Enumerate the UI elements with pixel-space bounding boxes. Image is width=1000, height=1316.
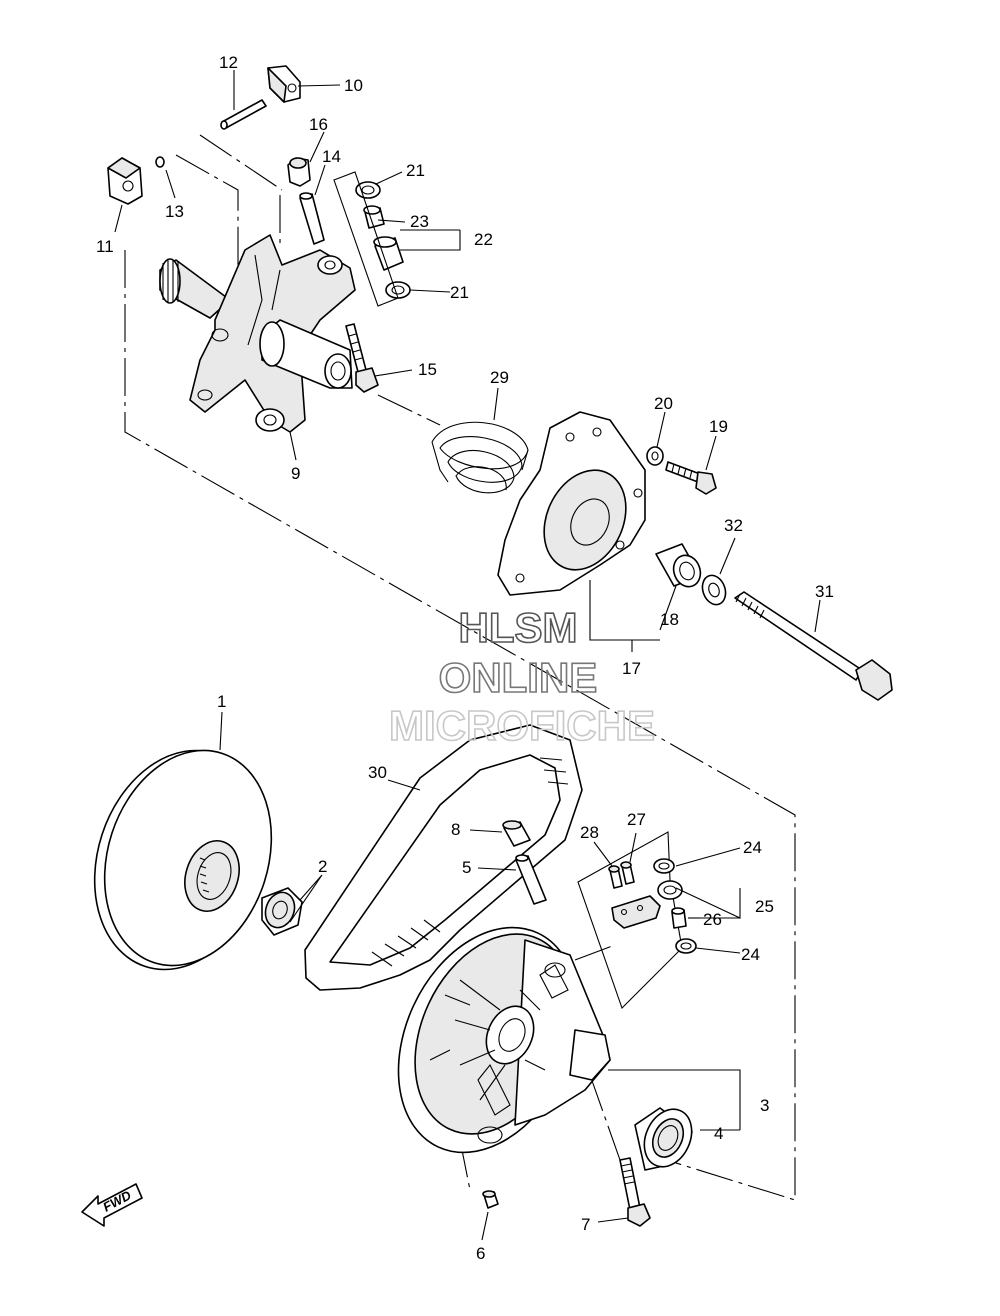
washer-part-21-bottom bbox=[385, 281, 411, 299]
bolt-part-7 bbox=[619, 1157, 651, 1227]
label-24-top: 24 bbox=[743, 838, 762, 857]
label-30: 30 bbox=[368, 763, 387, 782]
watermark: HLSM ONLINE MICROFICHE bbox=[388, 603, 656, 750]
label-8: 8 bbox=[451, 820, 460, 839]
callout-labels: 12 10 16 14 21 13 23 22 11 21 15 29 20 1… bbox=[96, 53, 834, 1263]
label-9: 9 bbox=[291, 464, 300, 483]
label-29: 29 bbox=[490, 368, 509, 387]
label-12: 12 bbox=[219, 53, 238, 72]
label-25: 25 bbox=[755, 897, 774, 916]
bolt-part-31 bbox=[734, 591, 893, 701]
label-13: 13 bbox=[165, 202, 184, 221]
weight-part-10 bbox=[267, 65, 301, 103]
cover-part-17 bbox=[497, 411, 646, 596]
fwd-arrow-icon: FWD bbox=[81, 1183, 143, 1227]
label-3: 3 bbox=[760, 1096, 769, 1115]
label-23: 23 bbox=[410, 212, 429, 231]
washer-part-24-top bbox=[653, 858, 675, 874]
washer-part-24-bottom bbox=[675, 938, 697, 954]
watermark-line1: HLSM bbox=[459, 604, 578, 651]
label-27: 27 bbox=[627, 810, 646, 829]
pin-part-12 bbox=[220, 99, 267, 130]
washer-part-20 bbox=[646, 446, 664, 466]
label-21-top: 21 bbox=[406, 161, 425, 180]
label-19: 19 bbox=[709, 417, 728, 436]
label-15: 15 bbox=[418, 360, 437, 379]
label-22: 22 bbox=[474, 230, 493, 249]
bushing-part-18 bbox=[655, 543, 702, 588]
bushing-part-23 bbox=[363, 205, 385, 229]
roller-part-25 bbox=[657, 880, 683, 900]
bearing-part-4 bbox=[634, 1107, 693, 1171]
label-6: 6 bbox=[476, 1244, 485, 1263]
label-31: 31 bbox=[815, 582, 834, 601]
bushings-group bbox=[333, 171, 411, 307]
label-11: 11 bbox=[96, 237, 114, 256]
leader-lines bbox=[114, 70, 821, 1241]
pin-part-5 bbox=[515, 854, 547, 905]
spring-part-29 bbox=[431, 421, 529, 494]
bushing-part-26 bbox=[671, 907, 687, 929]
cap-part-6 bbox=[482, 1190, 499, 1209]
label-16: 16 bbox=[309, 115, 328, 134]
bolt-part-15 bbox=[345, 323, 379, 393]
collar-part-8 bbox=[502, 820, 531, 847]
nut-part-16 bbox=[287, 157, 311, 187]
watermark-line2: ONLINE bbox=[439, 654, 598, 701]
label-20: 20 bbox=[654, 394, 673, 413]
label-2: 2 bbox=[318, 857, 327, 876]
label-18: 18 bbox=[660, 610, 679, 629]
weight-part-11 bbox=[107, 157, 143, 205]
ramp-set bbox=[577, 831, 697, 1010]
oring-part-13 bbox=[155, 156, 165, 168]
label-26: 26 bbox=[703, 910, 722, 929]
label-7: 7 bbox=[581, 1215, 590, 1234]
label-17: 17 bbox=[622, 659, 641, 678]
watermark-line3: MICROFICHE bbox=[389, 702, 655, 749]
label-21-bottom: 21 bbox=[450, 283, 469, 302]
label-14: 14 bbox=[322, 147, 341, 166]
label-1: 1 bbox=[217, 692, 226, 711]
label-28: 28 bbox=[580, 823, 599, 842]
screw-part-28 bbox=[608, 865, 623, 889]
bolt-part-19 bbox=[665, 461, 717, 495]
assembly-guide-lines bbox=[124, 134, 796, 1201]
collet-part-2 bbox=[261, 887, 303, 936]
movable-sheave-part-3 bbox=[397, 926, 611, 1154]
label-4: 4 bbox=[714, 1124, 723, 1143]
belt-part-30 bbox=[304, 724, 583, 991]
label-5: 5 bbox=[462, 858, 471, 877]
label-24-bottom: 24 bbox=[741, 945, 760, 964]
spider-part-9 bbox=[159, 234, 356, 433]
sheave-part-1 bbox=[93, 749, 273, 971]
label-32: 32 bbox=[724, 516, 743, 535]
collar-part-14 bbox=[299, 192, 325, 245]
screw-part-27 bbox=[620, 861, 635, 885]
label-10: 10 bbox=[344, 76, 363, 95]
washer-part-32 bbox=[701, 574, 727, 606]
